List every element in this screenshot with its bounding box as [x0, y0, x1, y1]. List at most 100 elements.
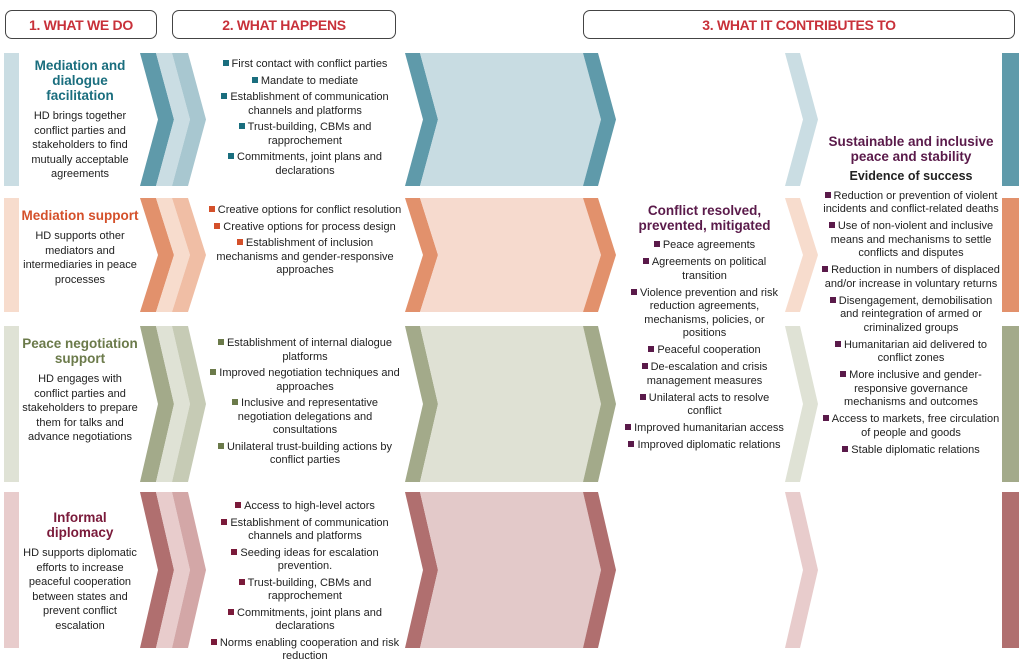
chevron-outcome [785, 198, 818, 312]
list-item-text: More inclusive and gender-responsive gov… [844, 369, 982, 408]
list-item-text: Establishment of communication channels … [230, 91, 389, 117]
list-item: Access to high-level actors [205, 500, 405, 514]
list-item-text: Improved negotiation techniques and appr… [219, 367, 400, 393]
list-item-text: Trust-building, CBMs and rapprochement [247, 576, 372, 603]
activity-title: Mediation support [21, 208, 139, 223]
activity-title: Peace negotiation support [22, 336, 138, 366]
list-item-text: Reduction or prevention of violent incid… [823, 189, 999, 216]
list-item: Establishment of communication channels … [205, 517, 405, 544]
bullet-icon [238, 123, 245, 129]
bullet-icon [842, 445, 849, 452]
activity-description: HD brings together conflict parties and … [31, 110, 129, 180]
list-item-text: Access to markets, free circulation of p… [831, 413, 1000, 439]
bullet-icon [631, 288, 637, 295]
list-item: Peaceful cooperation [622, 344, 787, 358]
list-item: More inclusive and gender-responsive gov… [822, 369, 1000, 410]
list-item-text: Improved humanitarian access [634, 422, 784, 434]
bullet-icon [251, 76, 258, 83]
chevron-mid [172, 326, 206, 482]
list-item: First contact with conflict parties [205, 58, 405, 72]
bullet-icon [238, 578, 245, 585]
list-item: Establishment of inclusion mechanisms an… [205, 237, 405, 278]
bullet-icon [208, 206, 215, 212]
list-item: Mandate to mediate [205, 75, 405, 89]
header-what-it-contributes-to: 3. WHAT IT CONTRIBUTES TO [583, 10, 1015, 39]
list-item: Unilateral acts to resolve conflict [622, 392, 787, 419]
bullet-icon [625, 424, 632, 430]
list-item: Inclusive and representative negotiation… [205, 397, 405, 438]
activity-description: HD supports other mediators and intermed… [23, 230, 137, 286]
list-item: Establishment of internal dialogue platf… [205, 337, 405, 364]
impact-title: Sustainable and inclusive peace and stab… [828, 134, 994, 164]
list-item: Improved humanitarian access [622, 422, 787, 436]
right-bar [1002, 198, 1019, 312]
outcome-title: Conflict resolved, prevented, mitigated [638, 203, 771, 233]
bullet-icon [822, 415, 829, 421]
arrow-tail [405, 326, 438, 482]
list-item-text: Stable diplomatic relations [851, 443, 980, 456]
chevron-light [156, 198, 190, 312]
chevron-outcome [785, 492, 818, 648]
list-item-text: Mandate to mediate [260, 74, 359, 87]
bullet-icon [829, 296, 836, 303]
chevron-dark [140, 53, 174, 186]
bullet-icon [822, 266, 829, 272]
bullet-icon [221, 93, 228, 99]
list-item: Access to markets, free circulation of p… [822, 413, 1000, 440]
arrow-head [583, 53, 616, 186]
list-item-text: Unilateral acts to resolve conflict [648, 391, 770, 418]
bullet-icon [648, 346, 655, 352]
activity-block: Mediation and dialogue facilitation HD br… [20, 58, 140, 182]
list-item: Unilateral trust-building actions by con… [205, 441, 405, 468]
arrow-head [583, 198, 616, 312]
list-item: Trust-building, CBMs and rapprochement [205, 121, 405, 148]
left-bar [4, 198, 19, 312]
bullet-icon [228, 608, 235, 615]
list-item: Stable diplomatic relations [822, 444, 1000, 458]
bullet-icon [231, 548, 238, 555]
impact-subtitle: Evidence of success [849, 169, 973, 183]
list-item-text: Establishment of inclusion mechanisms an… [216, 237, 394, 276]
list-item-text: Norms enabling cooperation and risk redu… [219, 636, 400, 663]
bullet-icon [210, 638, 217, 645]
arrow-tail [405, 492, 438, 648]
arrow-body [420, 198, 601, 312]
list-item-text: Reduction in numbers of displaced and/or… [824, 264, 1000, 290]
list-item: Violence prevention and risk reduction a… [622, 287, 787, 341]
left-bar [4, 492, 19, 648]
left-bar [4, 326, 19, 482]
activity-title: Mediation and dialogue facilitation [34, 58, 126, 103]
arrow-body [420, 326, 601, 482]
list-item: Disengagement, demobilisation and reinte… [822, 295, 1000, 336]
list-item-text: Access to high-level actors [244, 500, 375, 512]
impact-column: Sustainable and inclusive peace and stab… [822, 134, 1000, 461]
list-item-text: Peace agreements [662, 239, 756, 251]
bullet-icon [222, 60, 229, 66]
list-item-text: Establishment of communication channels … [230, 516, 389, 543]
list-item: Use of non-violent and inclusive means a… [822, 220, 1000, 261]
list-item: Reduction or prevention of violent incid… [822, 190, 1000, 217]
list-item-text: Disengagement, demobilisation and reinte… [838, 294, 993, 334]
flow-shapes [4, 53, 1019, 648]
list-item-text: Creative options for process design [223, 220, 396, 233]
bullet-icon [628, 441, 635, 447]
list-item-text: Commitments, joint plans and declaration… [237, 606, 382, 633]
arrow-head [583, 492, 616, 648]
bullet-icon [641, 363, 648, 369]
right-bar [1002, 53, 1019, 186]
list-item-text: Peaceful cooperation [657, 344, 761, 356]
bullet-icon [840, 371, 847, 377]
list-item: De-escalation and crisis management meas… [622, 361, 787, 388]
list-item: Commitments, joint plans and declaration… [205, 607, 405, 634]
list-item-text: Trust-building, CBMs and rapprochement [247, 121, 372, 147]
list-item: Reduction in numbers of displaced and/or… [822, 264, 1000, 291]
list-item: Seeding ideas for escalation prevention. [205, 547, 405, 574]
right-bar [1002, 326, 1019, 482]
list-item-text: Improved diplomatic relations [637, 439, 781, 451]
activity-title: Informal diplomacy [46, 510, 114, 540]
bullet-icon [217, 442, 224, 449]
bullet-icon [214, 222, 221, 229]
right-bar [1002, 492, 1019, 648]
